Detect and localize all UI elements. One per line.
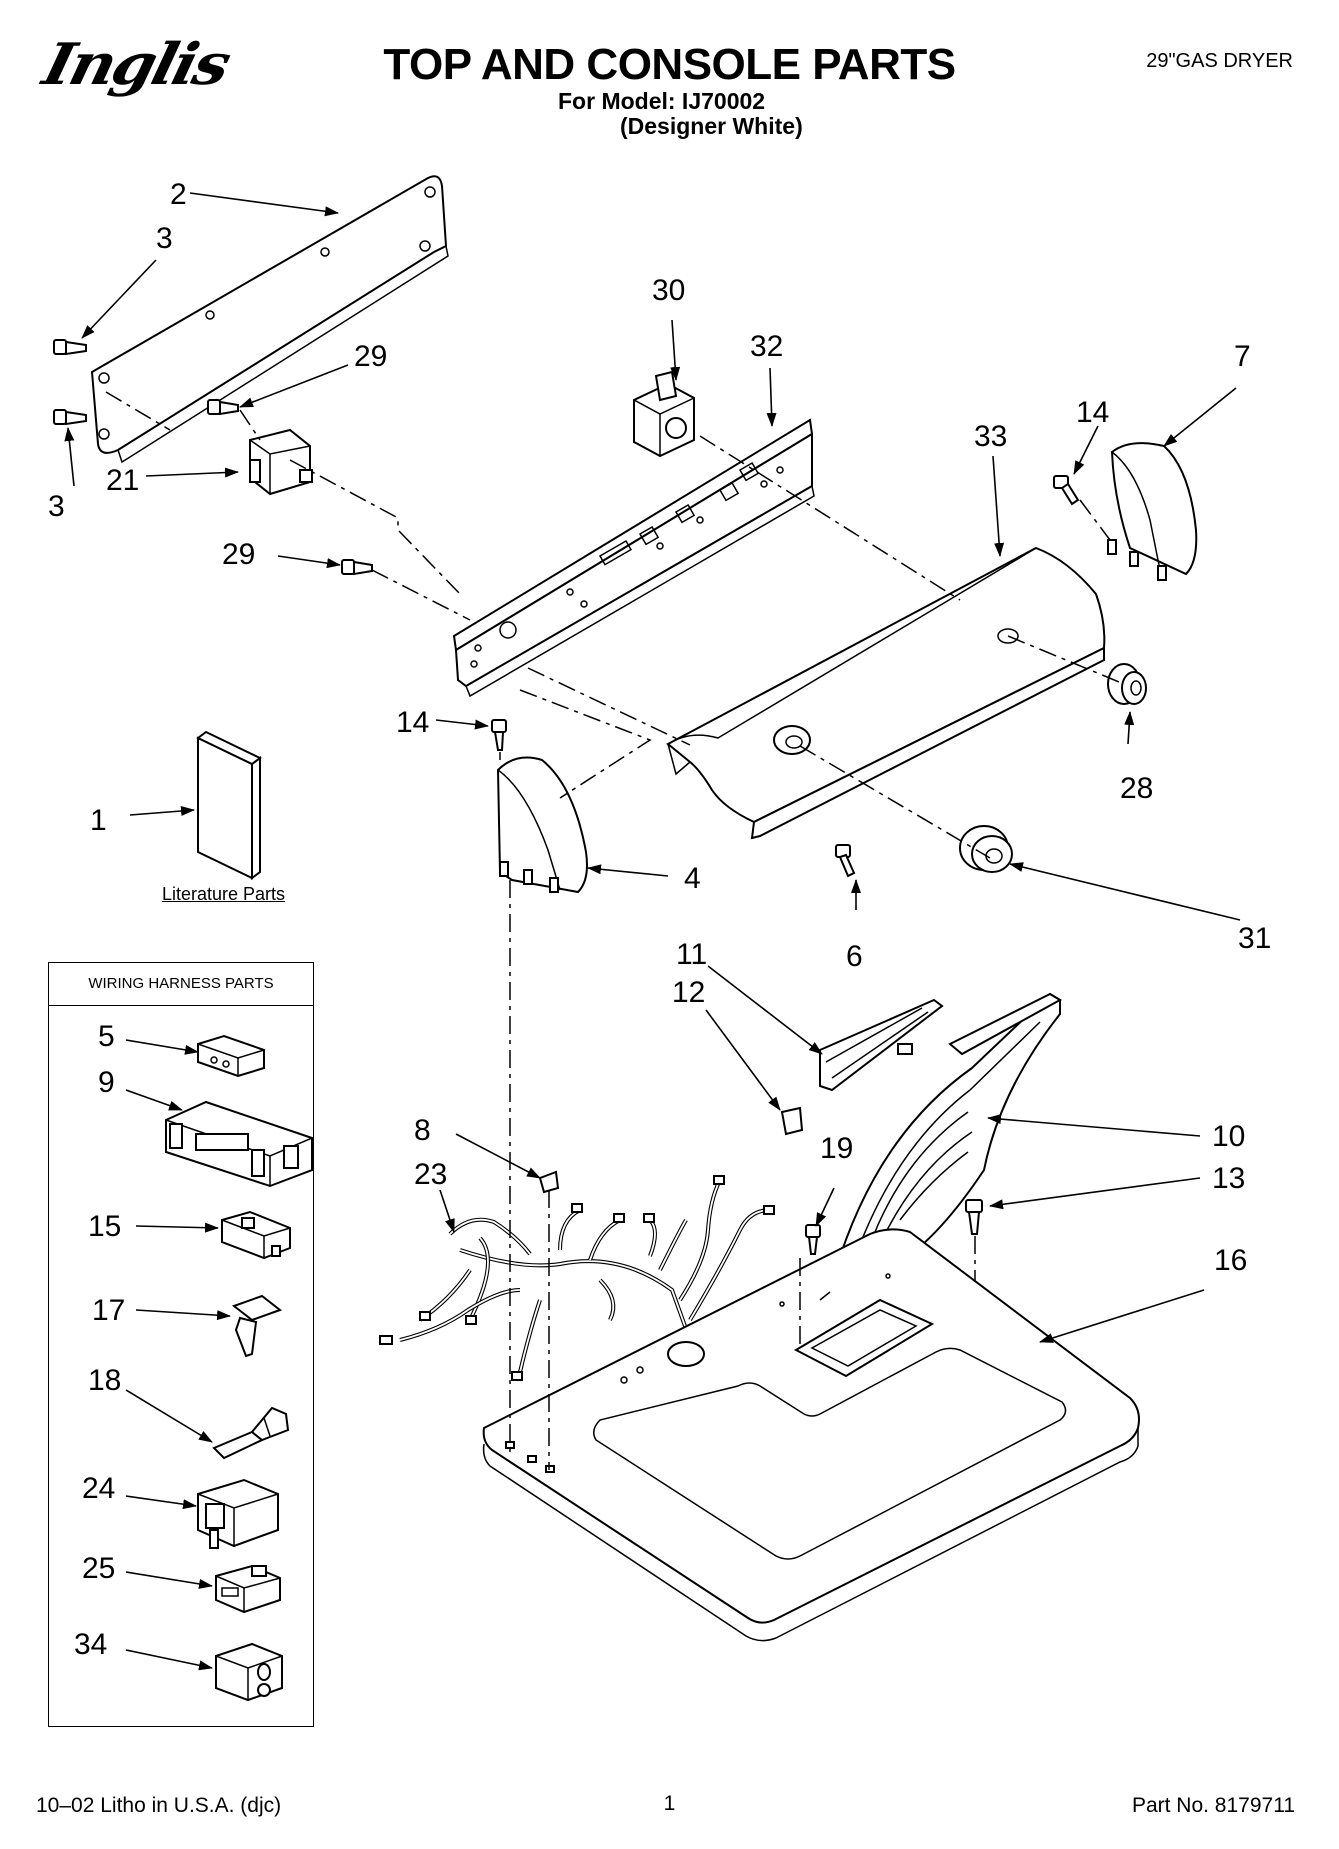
callout-24: 24 <box>82 1472 115 1505</box>
callout-18: 18 <box>88 1364 121 1397</box>
callout-9: 9 <box>98 1066 115 1099</box>
wiring-harness-panel: WIRING HARNESS PARTS <box>48 962 314 1727</box>
screw-14-right <box>1053 475 1080 506</box>
callout-8: 8 <box>414 1114 431 1147</box>
callout-4: 4 <box>684 862 701 895</box>
part-33-console <box>666 546 1106 840</box>
harness-part-25-connector <box>215 1564 281 1614</box>
part-10-lint-housing <box>828 992 1063 1298</box>
callout-25: 25 <box>82 1552 115 1585</box>
leader-lines <box>64 192 1241 1671</box>
screw-3-lower <box>53 409 87 426</box>
callout-5: 5 <box>98 1020 115 1053</box>
wiring-harness-title: WIRING HARNESS PARTS <box>49 963 313 1006</box>
screw-13 <box>965 1199 983 1235</box>
part-7-end-cap-right <box>1107 442 1198 581</box>
callout-29-upper: 29 <box>354 340 387 373</box>
screw-29-upper <box>207 399 239 416</box>
model-number: For Model: IJ70002 <box>558 88 766 114</box>
part-23-wiring-harness <box>379 1175 775 1381</box>
callout-23: 23 <box>414 1158 447 1191</box>
harness-part-17-clip <box>231 1294 283 1358</box>
callout-1: 1 <box>90 804 107 837</box>
part-30-switch <box>633 370 695 458</box>
callout-31: 31 <box>1238 922 1271 955</box>
part-1-literature <box>196 730 262 880</box>
harness-part-34-connector <box>215 1642 283 1702</box>
callout-7: 7 <box>1234 340 1251 373</box>
part-11-lint-screen <box>819 998 944 1092</box>
callout-17: 17 <box>92 1294 125 1327</box>
callout-6: 6 <box>846 940 863 973</box>
page-title: TOP AND CONSOLE PARTS <box>383 40 956 89</box>
screw-19 <box>805 1224 821 1255</box>
callout-11: 11 <box>676 938 707 971</box>
callout-13: 13 <box>1212 1162 1245 1195</box>
harness-part-18-terminal <box>212 1406 290 1460</box>
model-color: (Designer White) <box>620 113 803 139</box>
callout-14-left: 14 <box>396 706 429 739</box>
callout-12: 12 <box>672 976 705 1009</box>
callout-19: 19 <box>820 1132 853 1165</box>
callout-21: 21 <box>106 464 139 497</box>
part-4-end-cap-left <box>496 756 588 894</box>
screw-14-left <box>491 719 507 751</box>
literature-parts-label: Literature Parts <box>162 884 286 904</box>
footer-litho: 10–02 Litho in U.S.A. (djc) <box>36 1794 282 1817</box>
callout-34: 34 <box>74 1628 107 1661</box>
appliance-type: 29"GAS DRYER <box>1146 50 1293 72</box>
screw-3-upper <box>53 339 87 356</box>
footer-page-number: 1 <box>663 1792 676 1815</box>
callout-10: 10 <box>1212 1120 1245 1153</box>
callout-14-right: 14 <box>1076 396 1109 429</box>
part-2-control-panel <box>90 175 449 464</box>
callout-15: 15 <box>88 1210 121 1243</box>
callout-28: 28 <box>1120 772 1153 805</box>
callout-32: 32 <box>750 330 783 363</box>
part-28-knob <box>1107 663 1147 705</box>
part-32-console-bracket <box>452 418 815 698</box>
footer-part-number: Part No. 8179711 <box>1131 1794 1295 1817</box>
callout-29-lower: 29 <box>222 538 255 571</box>
harness-part-15-connector <box>221 1210 291 1260</box>
callout-3-lower: 3 <box>48 490 65 523</box>
assembly-lines <box>105 391 1125 1470</box>
part-8-clip <box>538 1170 560 1194</box>
harness-part-9-terminal-block <box>165 1100 313 1188</box>
part-21-switch <box>249 428 313 496</box>
callout-3-upper: 3 <box>156 222 173 255</box>
callout-30: 30 <box>652 274 685 307</box>
part-16-top-panel <box>482 1228 1140 1642</box>
harness-part-24-connector <box>197 1478 279 1549</box>
callout-numbers: 2 3 3 29 21 29 30 32 33 14 7 14 1 4 6 28… <box>48 178 1271 1661</box>
harness-part-5-connector <box>197 1034 265 1078</box>
screw-6 <box>835 844 856 878</box>
part-31-knob <box>959 825 1013 873</box>
callout-2: 2 <box>170 178 187 211</box>
callout-33: 33 <box>974 420 1007 453</box>
part-12-clip <box>780 1106 804 1136</box>
screw-29-lower <box>341 559 373 576</box>
callout-16: 16 <box>1214 1244 1247 1277</box>
